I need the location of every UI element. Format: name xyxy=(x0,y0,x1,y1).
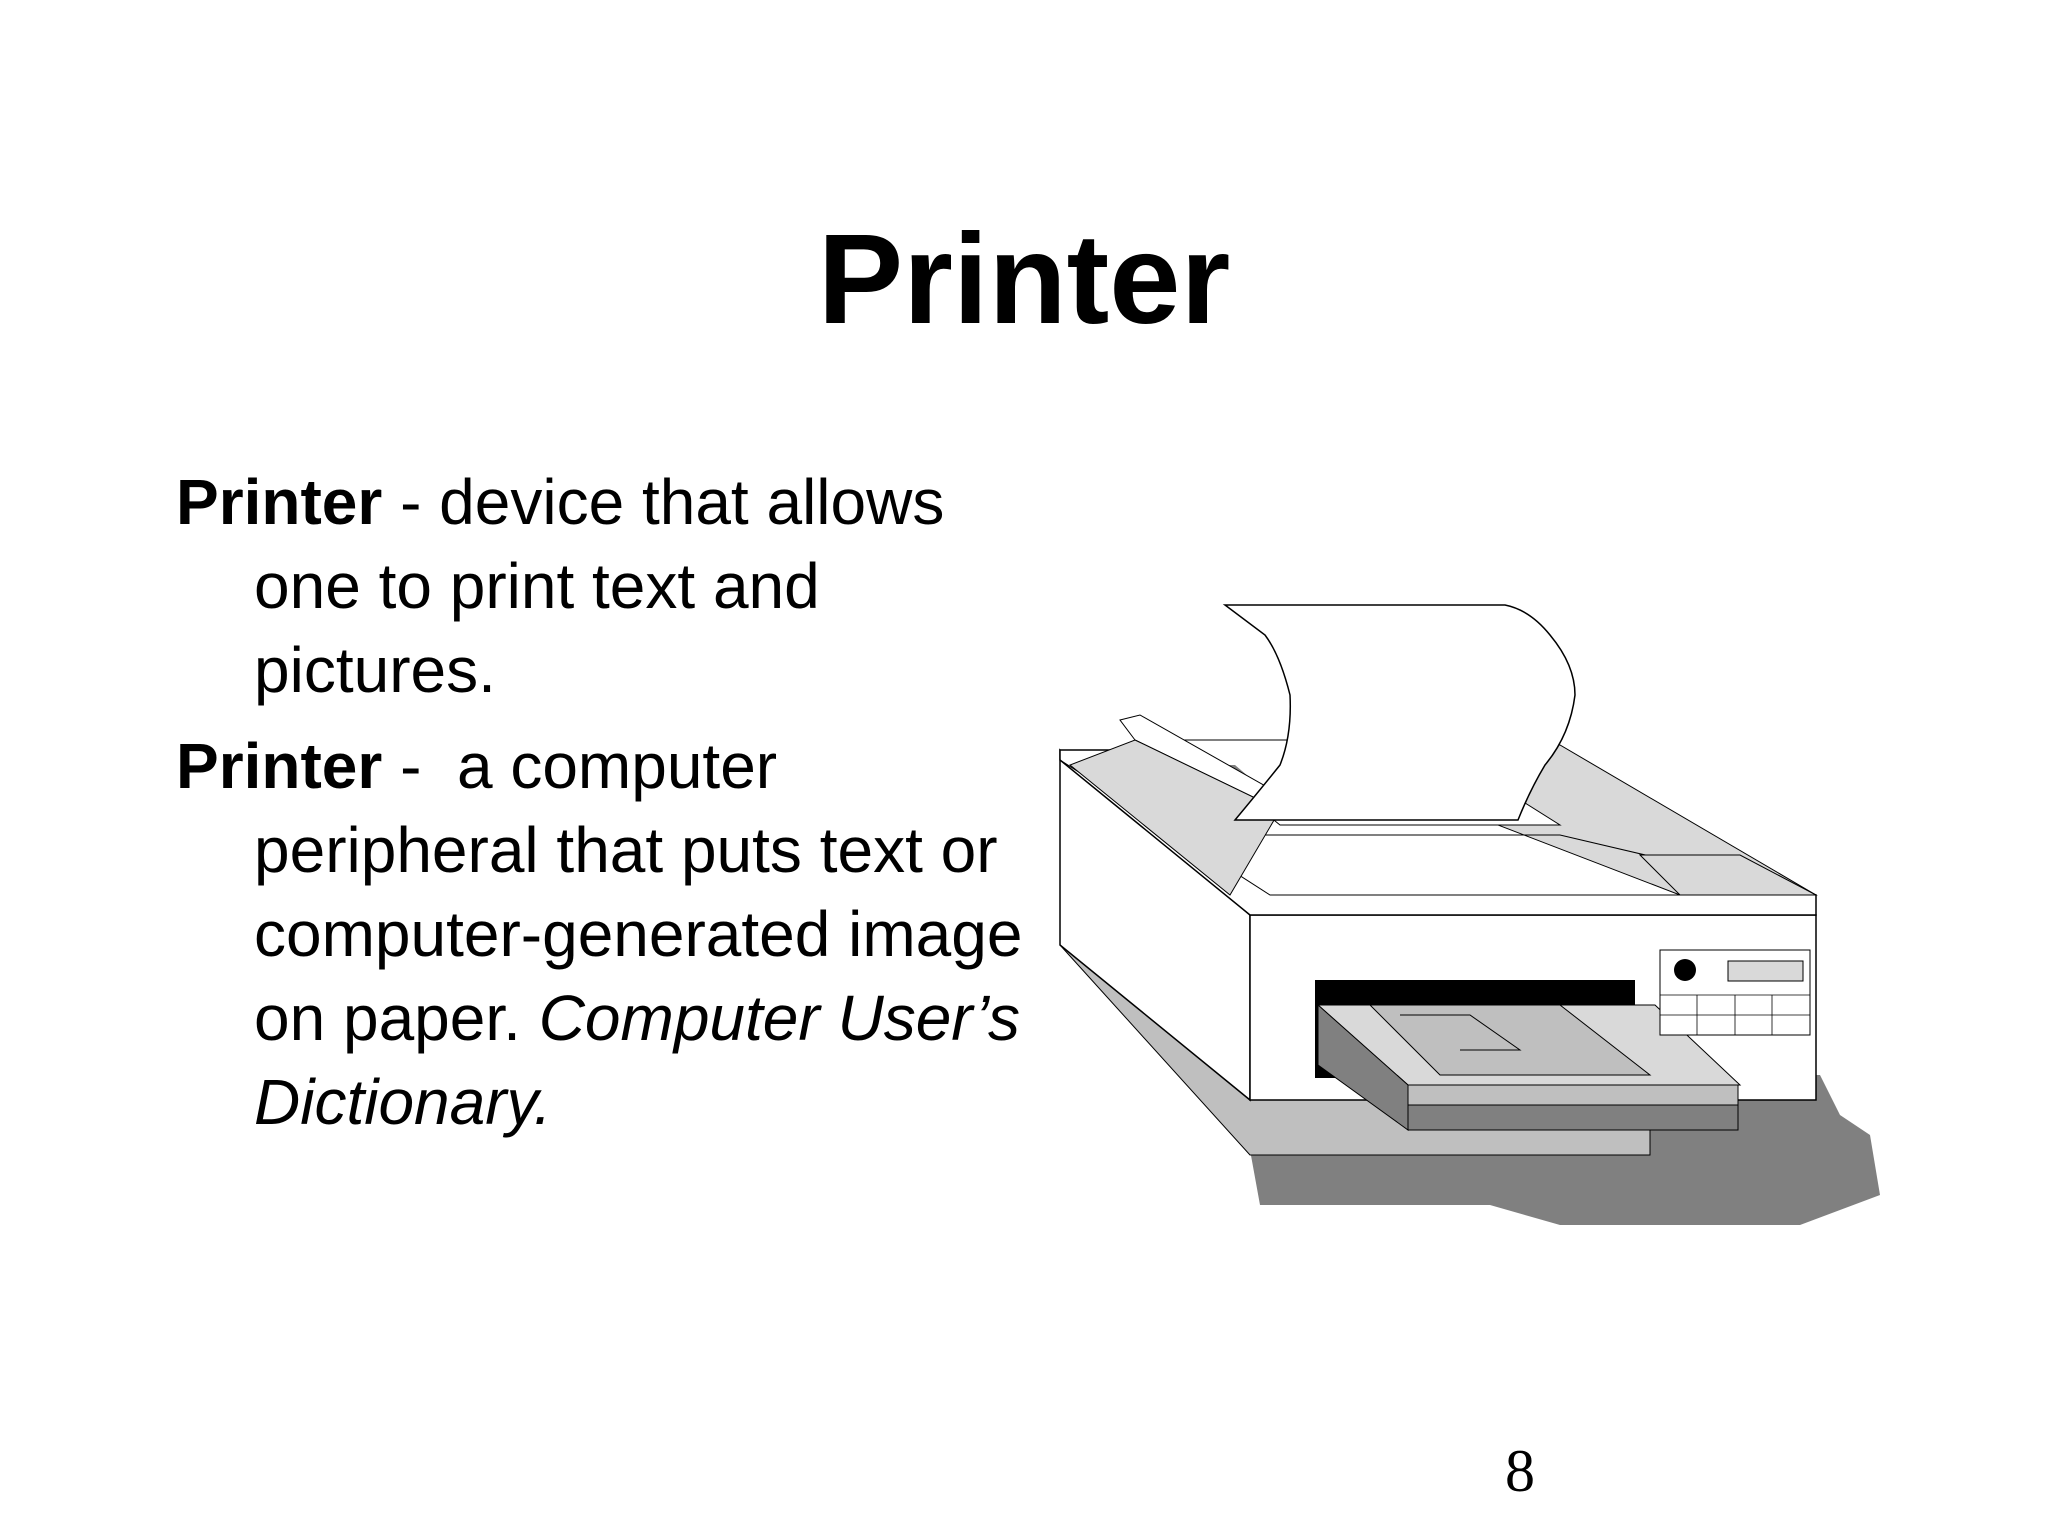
slide-title: Printer xyxy=(817,208,1231,351)
definition-2-separator: - xyxy=(382,730,457,802)
printer-tray-paper xyxy=(1368,1004,1652,1076)
printer-icon xyxy=(1059,604,1880,1225)
printer-left-panel-shadow xyxy=(1069,739,1281,896)
definition-1: Printer - device that allows one to prin… xyxy=(176,460,1036,712)
printer-power-button xyxy=(1674,959,1696,981)
definition-1-term: Printer xyxy=(176,466,383,538)
printer-tray-detail xyxy=(1400,1014,1522,1051)
printer-display xyxy=(1727,960,1804,982)
definitions-list: Printer - device that allows one to prin… xyxy=(176,460,1036,1156)
definition-2: Printer - a computer peripheral that put… xyxy=(176,724,1036,1144)
printer-tray-lip xyxy=(1407,1104,1739,1131)
page-number: 8 xyxy=(1505,1438,1535,1504)
definition-1-text: device that allows one to print text and… xyxy=(254,466,945,706)
definition-2-source: Computer User’s Dictionary. xyxy=(254,982,1021,1138)
printer-tray-front xyxy=(1407,1084,1739,1106)
printer-paper xyxy=(1222,604,1576,821)
printer-right-cover xyxy=(1638,854,1817,896)
definition-2-term: Printer xyxy=(176,730,383,802)
definition-1-separator: - xyxy=(382,466,440,538)
definition-2-text: a computer peripheral that puts text or … xyxy=(254,730,1023,1054)
